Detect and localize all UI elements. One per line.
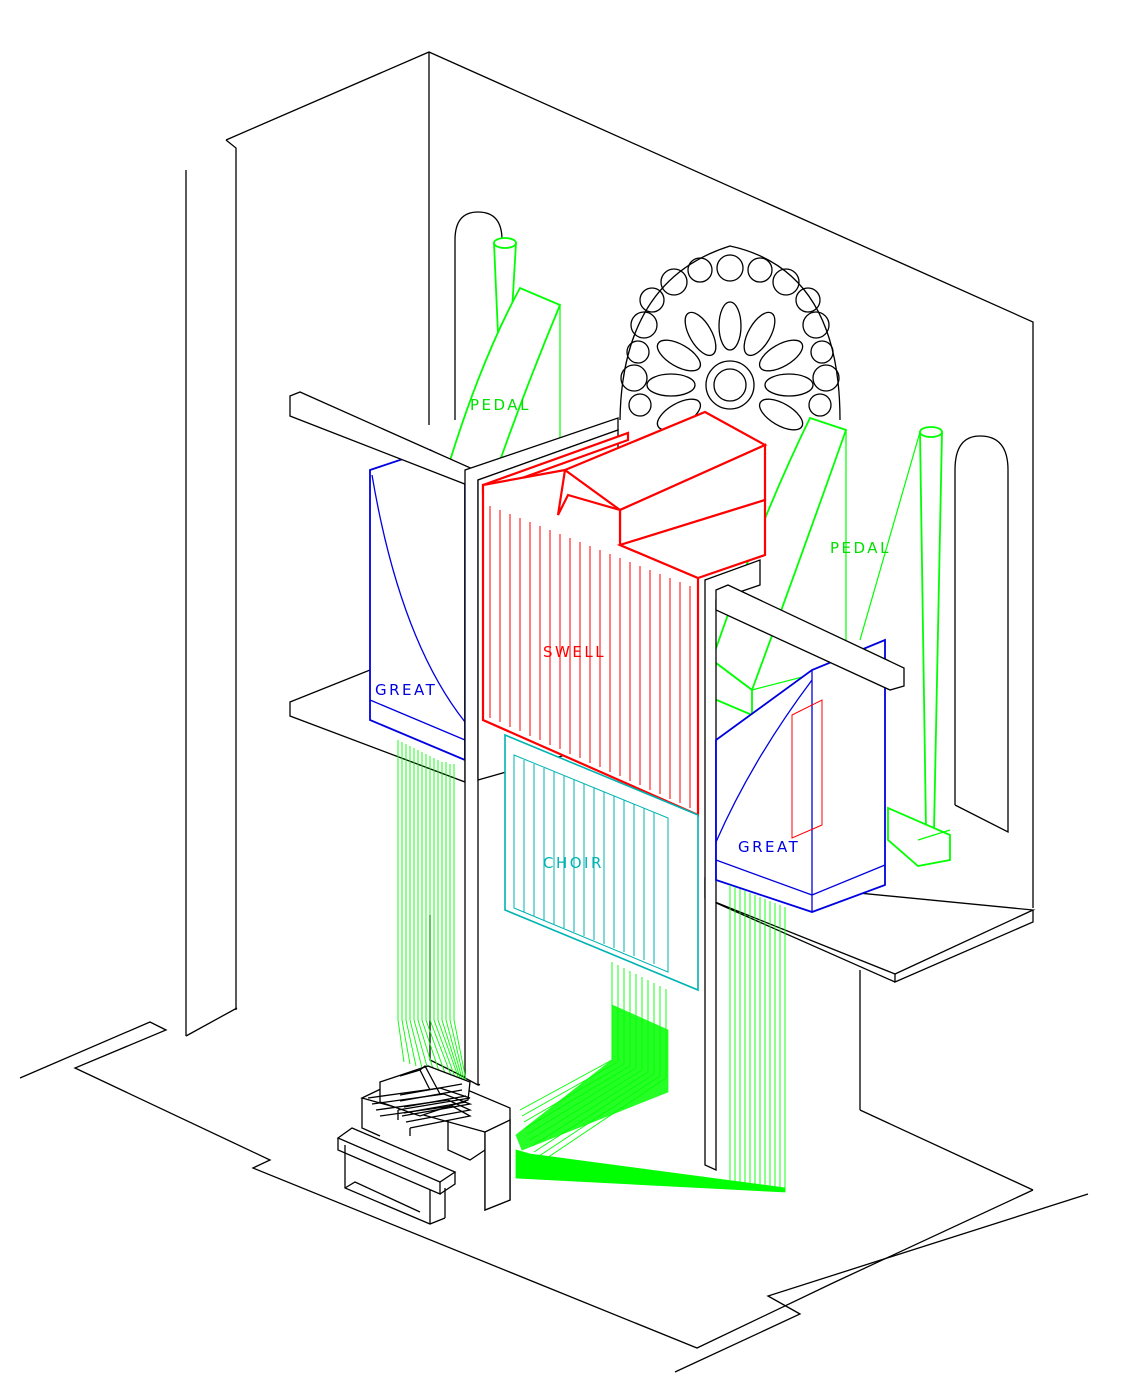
great-right-label: GREAT — [738, 838, 800, 856]
swell-division: SWELL — [481, 410, 768, 817]
beam-right — [715, 584, 905, 691]
swell-label: SWELL — [543, 643, 606, 661]
great-left-label: GREAT — [375, 681, 437, 699]
console-stops — [399, 1083, 467, 1114]
pedal-left-label: PEDAL — [470, 396, 531, 414]
rose-window — [619, 245, 841, 431]
pedal-right-label: PEDAL — [830, 539, 891, 557]
pedal-right-tall-pipe — [919, 431, 943, 831]
great-left-division: GREAT — [369, 449, 466, 762]
choir-shutters — [523, 760, 655, 964]
great-right-division: GREAT — [715, 638, 886, 913]
trackers-right — [729, 885, 786, 1190]
swell-shutters — [489, 506, 691, 808]
tracker-action — [397, 740, 786, 1193]
choir-label: CHOIR — [543, 854, 604, 872]
trackers-choir-mass — [515, 1004, 669, 1151]
windows — [454, 211, 1009, 834]
choir-division: CHOIR — [504, 733, 699, 992]
trackers-floor-run — [515, 1149, 786, 1193]
organ-console — [360, 1065, 511, 1211]
trackers-left — [397, 740, 469, 1091]
left-arched-window — [454, 211, 503, 420]
right-arched-window — [954, 435, 1009, 834]
organ-bench — [336, 1127, 457, 1225]
